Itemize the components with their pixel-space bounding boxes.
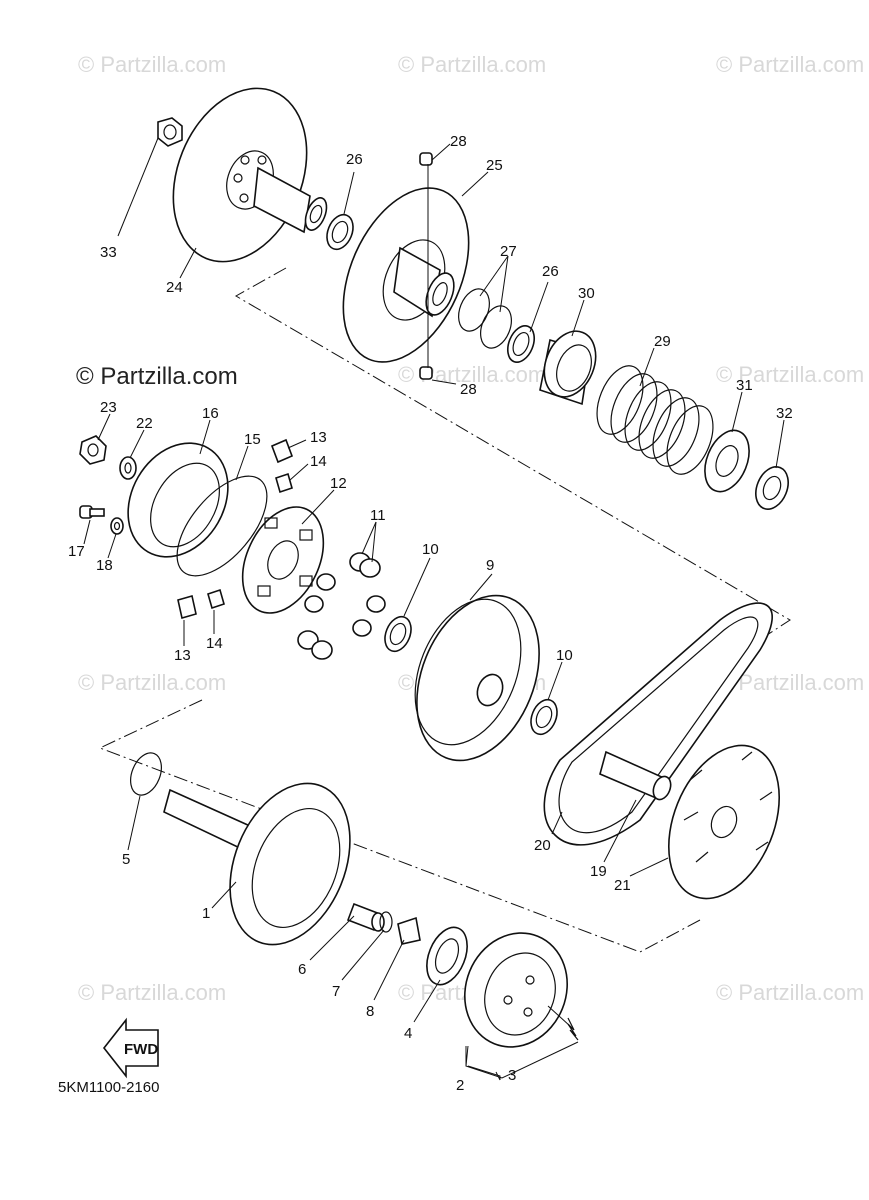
part-25-sliding-sheave [342,187,470,363]
callout-21: 21 [614,877,631,894]
callout-29: 29 [654,333,671,350]
part-17-bolt [79,505,105,519]
assembly-boundary-lines [98,267,791,953]
partzilla-watermark-main: © Partzilla.com [76,363,238,390]
part-21-fan-sheave [667,744,781,900]
callout-labels: 33 24 26 28 25 27 26 30 28 29 31 32 23 2… [68,133,793,1094]
callout-14-lower: 14 [206,635,223,652]
watermark-text: © Partzilla.com [78,980,226,1005]
part-19-collar [599,750,672,801]
callout-16: 16 [202,405,219,422]
callout-31: 31 [736,377,753,394]
part-9-primary-sheave [414,594,540,762]
callout-6: 6 [298,961,306,978]
part-8-collar [397,916,421,945]
part-24-fixed-sheave [172,87,328,263]
part-27-o-rings [458,288,512,349]
part-7-circlip [379,911,393,933]
part-23-nut [79,435,107,465]
part-11-weight-rollers [297,552,386,660]
callout-23: 23 [100,399,117,416]
part-30-collar [539,330,597,406]
watermark-text: © Partzilla.com [716,52,864,77]
part-2-clutch-carrier [464,932,568,1048]
part-28-guide-pin-lower [419,366,433,380]
part-13-slider-upper [270,438,294,464]
callout-32: 32 [776,405,793,422]
part-31-spring-seat [704,429,750,493]
callout-18: 18 [96,557,113,574]
callout-13-lower: 13 [174,647,191,664]
callout-19: 19 [590,863,607,880]
part-26-washer-upper [326,213,354,251]
part-32-oil-seal [755,466,789,510]
callout-30: 30 [578,285,595,302]
part-5-circlip [130,752,162,796]
fwd-arrow-icon: FWD [102,1017,159,1079]
callout-10-lower: 10 [556,647,573,664]
part-15-o-ring [176,475,268,577]
callout-28-upper: 28 [450,133,467,150]
part-3-spring [567,1017,579,1041]
part-14-slider-lower [207,588,225,610]
watermark-text: © Partzilla.com [78,52,226,77]
callout-26-lower: 26 [542,263,559,280]
callout-13-upper: 13 [310,429,327,446]
callout-33: 33 [100,244,117,261]
callout-9: 9 [486,557,494,574]
callout-7: 7 [332,983,340,1000]
callout-25: 25 [486,157,503,174]
callout-27: 27 [500,243,517,260]
callout-22: 22 [136,415,153,432]
part-22-washer [119,456,137,480]
callout-12: 12 [330,475,347,492]
watermark-text: © Partzilla.com [716,362,864,387]
part-14-slider-upper [275,472,293,494]
callout-5: 5 [122,851,130,868]
callout-14-upper: 14 [310,453,327,470]
callout-3: 3 [508,1067,516,1084]
callout-15: 15 [244,431,261,448]
part-16-cover [127,442,229,558]
diagram-code: 5KM1100-2160 [58,1079,159,1096]
fwd-label: FWD [124,1041,158,1058]
callout-17: 17 [68,543,85,560]
part-33-nut [157,117,183,147]
callout-20: 20 [534,837,551,854]
watermark-text: © Partzilla.com [398,52,546,77]
part-6-bearing [346,902,385,932]
callout-26-upper: 26 [346,151,363,168]
part-26-washer-lower [506,325,536,363]
part-29-spring [596,365,714,475]
callout-11: 11 [370,507,386,524]
callout-10-upper: 10 [422,541,439,558]
part-20-v-belt [543,602,773,846]
part-10-spacer-lower [530,698,558,736]
leader-lines [83,137,785,1081]
part-12-cam [241,506,325,614]
callout-1: 1 [202,905,210,922]
callout-2: 2 [456,1077,464,1094]
part-18-washer [110,517,124,535]
callout-4: 4 [404,1025,412,1042]
part-13-slider-lower [177,594,197,620]
part-1-clutch-housing [163,782,351,946]
watermark-text: © Partzilla.com [716,980,864,1005]
callout-24: 24 [166,279,183,296]
part-28-guide-pin-upper [419,152,433,166]
watermark-text: © Partzilla.com [78,670,226,695]
part-10-spacer-upper [384,615,412,653]
part-4-bearing [426,926,468,986]
callout-8: 8 [366,1003,374,1020]
callout-28-lower: 28 [460,381,477,398]
